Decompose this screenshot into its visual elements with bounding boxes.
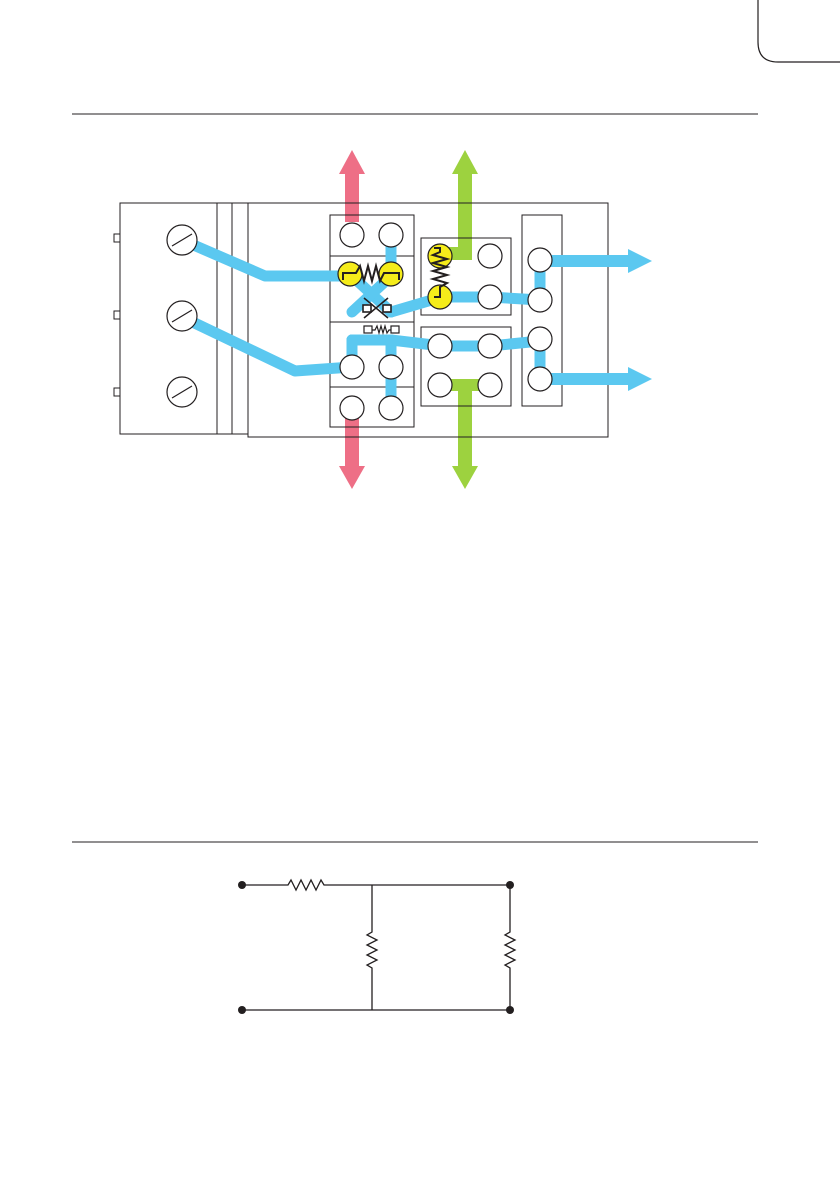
node-icon [506, 1006, 514, 1014]
series-resistor-icon [242, 880, 510, 890]
load-resistor-icon [505, 885, 515, 1010]
node-icon [238, 1006, 246, 1014]
node-icon [506, 881, 514, 889]
node-icon [238, 881, 246, 889]
shunt-resistor-icon [367, 885, 377, 1010]
